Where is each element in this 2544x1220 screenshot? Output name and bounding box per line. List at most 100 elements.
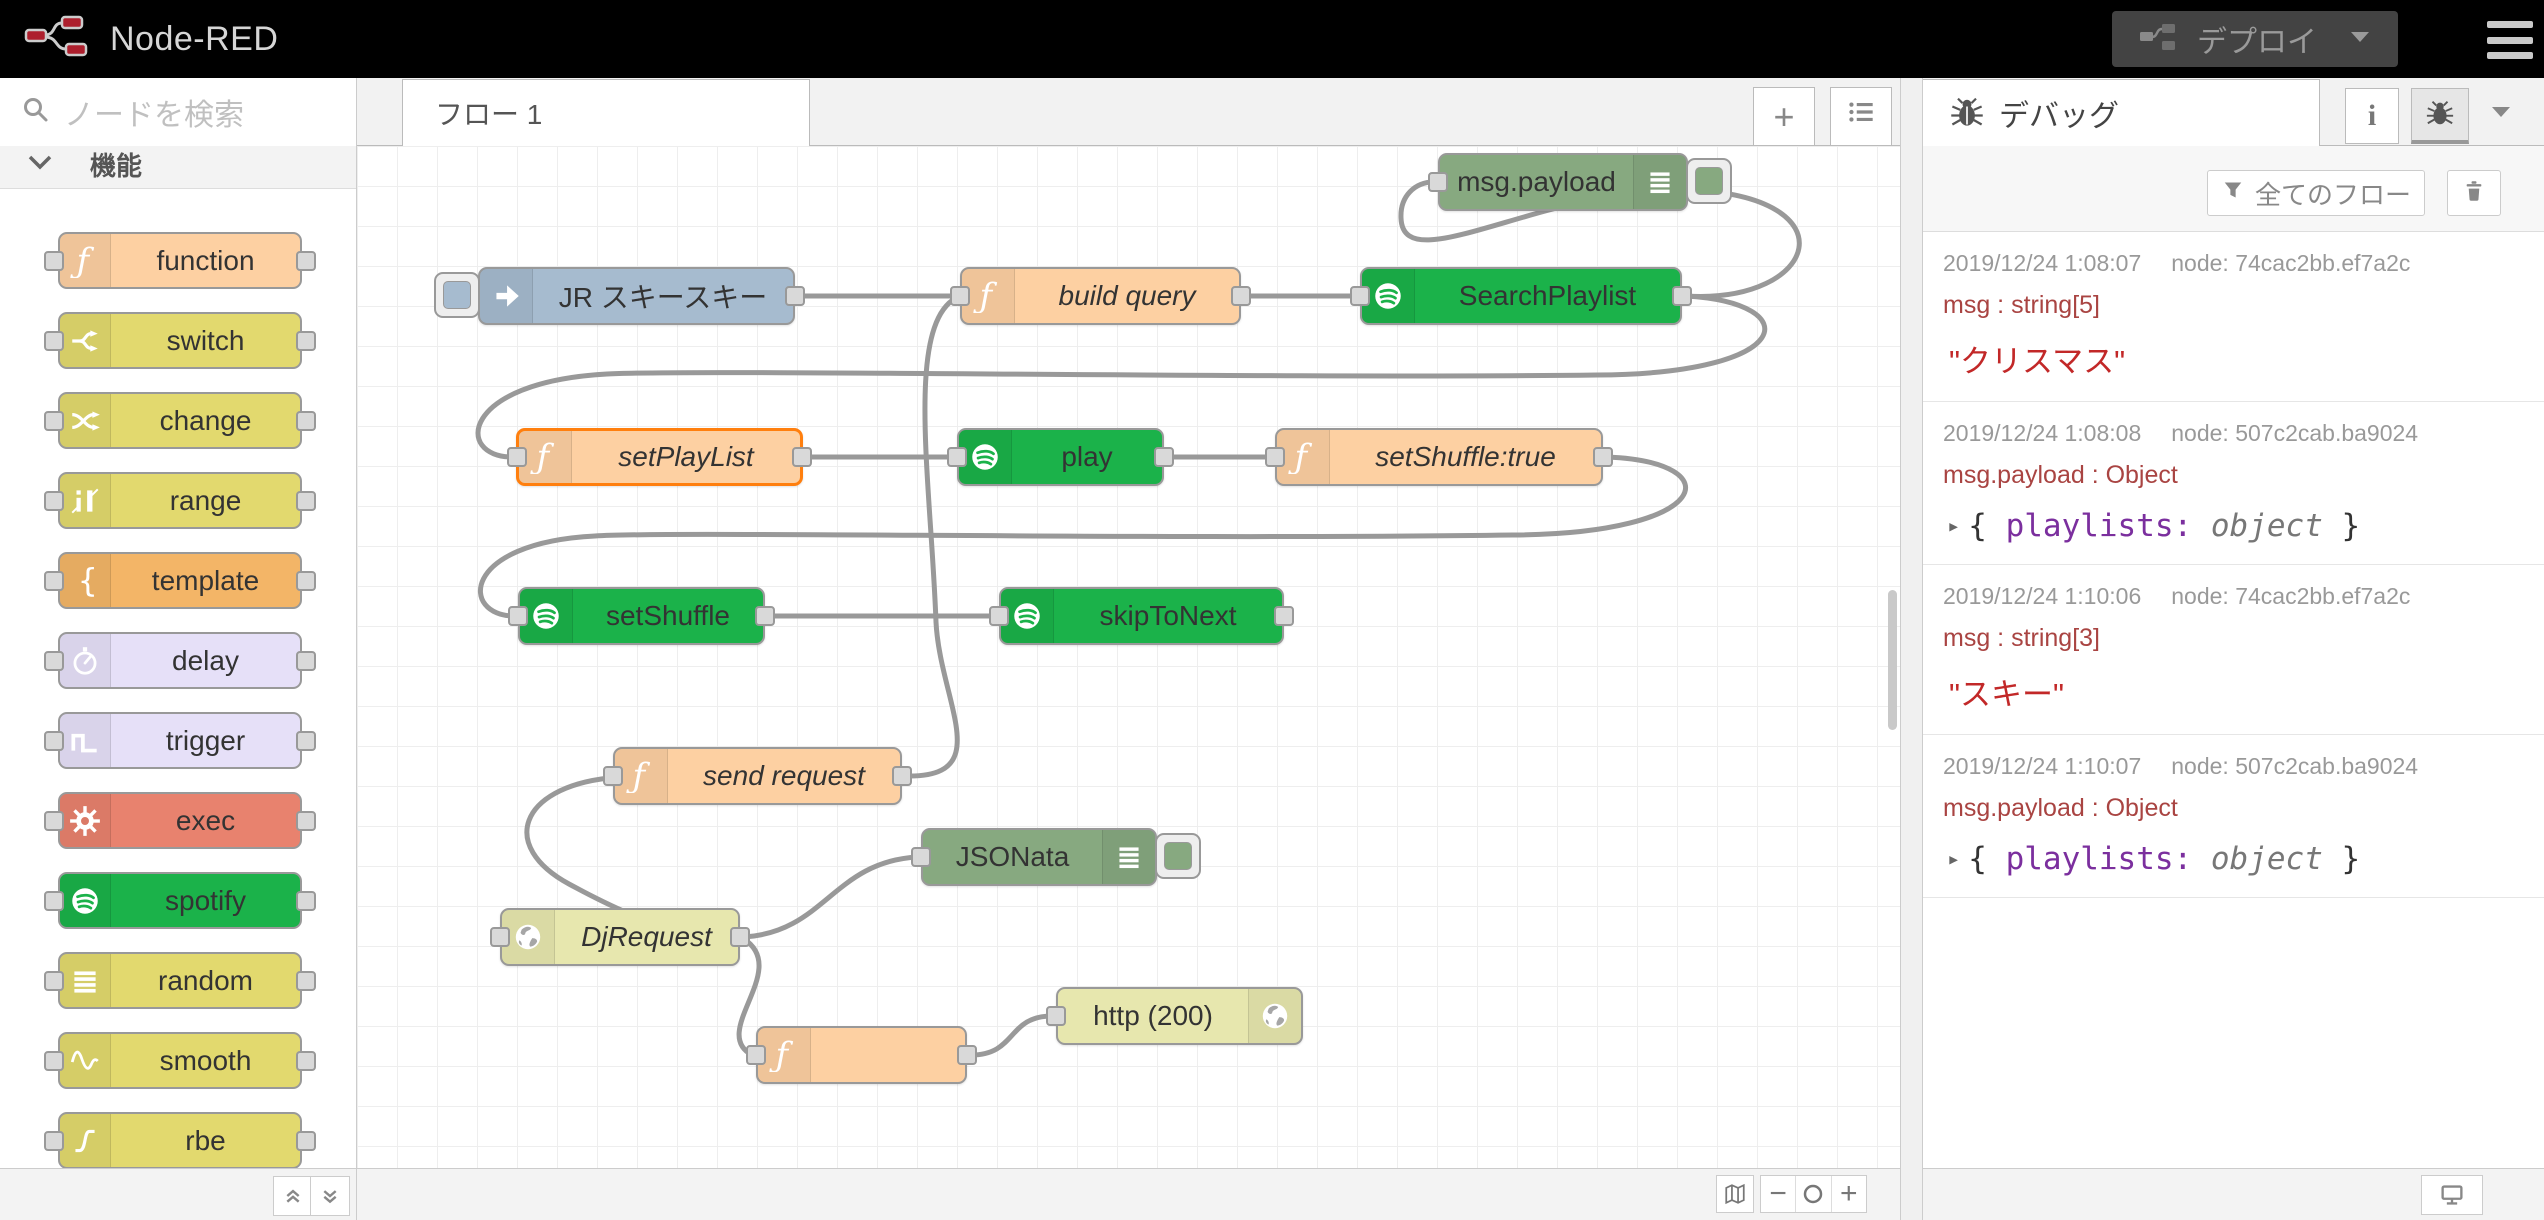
- panel-splitter[interactable]: [1900, 78, 1923, 1220]
- debug-toggle-button[interactable]: [1686, 158, 1732, 204]
- input-port[interactable]: [1265, 447, 1285, 467]
- main-menu-button[interactable]: [2487, 21, 2533, 59]
- tab-flow-1[interactable]: フロー 1: [402, 79, 810, 146]
- input-port[interactable]: [490, 927, 510, 947]
- deploy-caret-icon[interactable]: [2349, 30, 2371, 49]
- input-port[interactable]: [911, 847, 931, 867]
- palette-node-switch[interactable]: switch: [44, 312, 316, 369]
- output-port[interactable]: [785, 286, 805, 306]
- navigator-map-button[interactable]: [1716, 1175, 1754, 1213]
- wire-setshuffleT-to-setshuffle[interactable]: [478, 454, 1688, 619]
- flow-node-DjRequest[interactable]: DjRequest: [490, 908, 750, 966]
- tab-list-button[interactable]: [1830, 87, 1892, 146]
- flow-node-JR スキースキー[interactable]: JR スキースキー: [434, 267, 805, 325]
- port: [44, 650, 64, 671]
- input-port[interactable]: [603, 766, 623, 786]
- input-port[interactable]: [947, 447, 967, 467]
- flow-node-setShuffle[interactable]: setShuffle: [508, 587, 775, 645]
- inject-button[interactable]: [434, 272, 480, 318]
- debug-toggle-button[interactable]: [1155, 833, 1201, 879]
- output-port[interactable]: [957, 1045, 977, 1065]
- svg-text:ƒ: ƒ: [973, 279, 998, 313]
- palette-node-spotify[interactable]: spotify: [44, 872, 316, 929]
- flow-node-send request[interactable]: ƒsend request: [603, 747, 912, 805]
- palette-node-rbe[interactable]: rbe: [44, 1112, 316, 1169]
- collapse-all-button[interactable]: [273, 1176, 313, 1216]
- canvas-vertical-scrollbar[interactable]: [1888, 590, 1897, 730]
- palette-node-smooth[interactable]: smooth: [44, 1032, 316, 1089]
- wire-djrequest-to-jsonata[interactable]: [741, 854, 920, 940]
- spotify-icon: [520, 589, 573, 643]
- debug-tab-button[interactable]: [2411, 88, 2469, 144]
- palette-node-exec[interactable]: exec: [44, 792, 316, 849]
- flow-node-http (200)[interactable]: http (200): [1046, 987, 1303, 1045]
- header-bar: Node-RED デプロイ: [0, 0, 2544, 78]
- flow-node-skipToNext[interactable]: skipToNext: [989, 587, 1294, 645]
- debug-timestamp: 2019/12/24 1:08:08: [1943, 420, 2142, 446]
- zoom-in-button[interactable]: +: [1840, 1177, 1858, 1210]
- flow-node-build query[interactable]: ƒbuild query: [950, 267, 1251, 325]
- input-port[interactable]: [508, 606, 528, 626]
- output-port[interactable]: [1672, 286, 1692, 306]
- input-port[interactable]: [1350, 286, 1370, 306]
- palette-node-change[interactable]: change: [44, 392, 316, 449]
- info-icon: i: [2367, 99, 2377, 132]
- palette-node-random[interactable]: random: [44, 952, 316, 1009]
- wires-layer: [475, 179, 1802, 1058]
- output-port[interactable]: [730, 927, 750, 947]
- zoom-reset-button[interactable]: [1796, 1176, 1832, 1212]
- deploy-button[interactable]: デプロイ: [2112, 11, 2398, 67]
- expand-arrow-icon[interactable]: ▸: [1947, 513, 1961, 539]
- wire-search-to-setplaylist[interactable]: [475, 293, 1768, 460]
- wire-djrequest-to-func2[interactable]: [736, 936, 762, 1058]
- palette-search[interactable]: ノードを検索: [0, 78, 356, 147]
- output-port[interactable]: [755, 606, 775, 626]
- expand-arrow-icon[interactable]: ▸: [1947, 846, 1961, 872]
- add-flow-button[interactable]: +: [1753, 87, 1815, 146]
- info-tab-button[interactable]: i: [2345, 88, 2399, 144]
- input-port[interactable]: [1428, 172, 1448, 192]
- flow-node-JSONata[interactable]: JSONata: [911, 828, 1201, 886]
- palette-node-template[interactable]: {template: [44, 552, 316, 609]
- clear-debug-button[interactable]: [2447, 170, 2501, 216]
- flow-node-func2[interactable]: ƒ: [746, 1026, 977, 1084]
- flow-tab-label: フロー 1: [435, 99, 543, 130]
- input-port[interactable]: [1046, 1006, 1066, 1026]
- zoom-out-button[interactable]: −: [1761, 1176, 1797, 1212]
- open-debug-window-button[interactable]: [2421, 1175, 2483, 1215]
- funnel-icon: [2221, 178, 2245, 209]
- palette-node-range[interactable]: range: [44, 472, 316, 529]
- output-port[interactable]: [1231, 286, 1251, 306]
- palette-category-header[interactable]: 機能: [0, 146, 356, 189]
- port: [296, 730, 316, 751]
- output-port[interactable]: [1274, 606, 1294, 626]
- debug-caret-icon[interactable]: [2489, 104, 2513, 125]
- palette-node-trigger[interactable]: trigger: [44, 712, 316, 769]
- input-port[interactable]: [746, 1045, 766, 1065]
- flow-node-SearchPlaylist[interactable]: SearchPlaylist: [1350, 267, 1692, 325]
- app-title: Node-RED: [110, 19, 279, 58]
- tab-debug[interactable]: デバッグ: [1923, 79, 2320, 146]
- flow-node-msg.payload[interactable]: msg.payload: [1428, 153, 1732, 211]
- debug-filter-button[interactable]: 全てのフロー: [2207, 170, 2425, 216]
- input-port[interactable]: [989, 606, 1009, 626]
- wire-sendrequest-to-buildquery[interactable]: [903, 295, 960, 779]
- output-port[interactable]: [792, 447, 812, 467]
- input-port[interactable]: [950, 286, 970, 306]
- flow-node-play[interactable]: play: [947, 428, 1174, 486]
- expand-all-button[interactable]: [310, 1176, 350, 1216]
- svg-text:ƒ: ƒ: [626, 759, 651, 793]
- input-port[interactable]: [507, 447, 527, 467]
- output-port[interactable]: [892, 766, 912, 786]
- output-port[interactable]: [1154, 447, 1174, 467]
- flow-node-label: JR スキースキー: [558, 282, 768, 313]
- wire-func2-to-httpres[interactable]: [968, 1013, 1055, 1058]
- port: [44, 890, 64, 911]
- output-port[interactable]: [1593, 447, 1613, 467]
- palette-node-delay[interactable]: delay: [44, 632, 316, 689]
- port: [44, 490, 64, 511]
